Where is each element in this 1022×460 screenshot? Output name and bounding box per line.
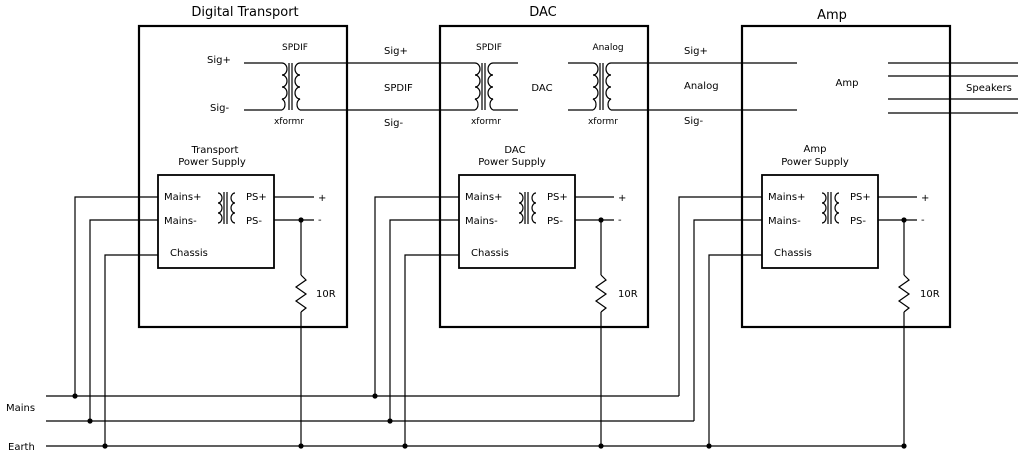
dac-ps-output-wires bbox=[575, 196, 614, 446]
link2-sig-plus-label: Sig+ bbox=[684, 46, 708, 57]
dac-spdif-transformer bbox=[474, 62, 518, 111]
link2-sig-minus-label: Sig- bbox=[684, 116, 703, 127]
dac-mains-wiring bbox=[374, 196, 459, 446]
amp-chassis-label: Chassis bbox=[774, 248, 812, 259]
dac-out-plus: + bbox=[618, 193, 626, 204]
transport-resistor-label: 10R bbox=[316, 289, 336, 300]
amp-ps-title-line2: Power Supply bbox=[781, 157, 849, 168]
dac-title: DAC bbox=[529, 5, 557, 20]
dac-power-supply-box bbox=[458, 174, 576, 269]
amp-mains-plus-label: Mains+ bbox=[768, 192, 805, 203]
dac-out-xfmr-label-top: Analog bbox=[592, 43, 623, 53]
mains-rails bbox=[46, 395, 694, 422]
transport-ps-title-line1: Transport bbox=[191, 145, 239, 156]
amp-ps-output-wires bbox=[878, 196, 917, 446]
amp-ps-transformer bbox=[821, 192, 840, 224]
dac-ps-title-line2: Power Supply bbox=[478, 157, 546, 168]
amp-chassis-box bbox=[740, 24, 952, 329]
transport-ps-plus-label: PS+ bbox=[246, 192, 267, 203]
transport-ps-title-line2: Power Supply bbox=[178, 157, 246, 168]
link1-sig-plus-label: Sig+ bbox=[384, 46, 408, 57]
dac-chassis-label: Chassis bbox=[471, 248, 509, 259]
link2-analog-label: Analog bbox=[684, 81, 719, 92]
transport-chassis-label: Chassis bbox=[170, 248, 208, 259]
transport-xfmr-label-bottom: xformr bbox=[274, 117, 304, 127]
mains-label: Mains bbox=[6, 403, 35, 414]
dac-in-xfmr-label-top: SPDIF bbox=[476, 43, 502, 53]
transport-sig-plus-label: Sig+ bbox=[207, 55, 231, 66]
dac-mains-plus-label: Mains+ bbox=[465, 192, 502, 203]
dac-out-minus: - bbox=[618, 215, 622, 226]
dac-ps-minus-label: PS- bbox=[547, 216, 563, 227]
amp-resistor-label: 10R bbox=[920, 289, 940, 300]
speakers-label: Speakers bbox=[966, 83, 1012, 94]
dac-in-xfmr-label-bottom: xformr bbox=[471, 117, 501, 127]
transport-out-plus: + bbox=[318, 193, 326, 204]
transport-chassis-box bbox=[137, 24, 349, 329]
transport-power-supply-box bbox=[157, 174, 275, 269]
transport-mains-wiring bbox=[74, 196, 158, 446]
dac-analog-transformer bbox=[568, 62, 612, 111]
amp-ps-minus-label: PS- bbox=[850, 216, 866, 227]
link1-sig-minus-label: Sig- bbox=[384, 118, 403, 129]
link1-spdif-label: SPDIF bbox=[384, 83, 413, 94]
dac-chassis-box bbox=[438, 24, 650, 329]
amp-ps-title-line1: Amp bbox=[804, 144, 827, 155]
dac-ps-transformer bbox=[518, 192, 537, 224]
dac-out-xfmr-label-bottom: xformr bbox=[588, 117, 618, 127]
amp-center-label: Amp bbox=[836, 78, 859, 89]
transport-spdif-transformer bbox=[244, 62, 301, 111]
amp-ps-plus-label: PS+ bbox=[850, 192, 871, 203]
speaker-outputs bbox=[888, 62, 1018, 114]
amp-title: Amp bbox=[817, 8, 847, 23]
transport-ps-output-wires bbox=[274, 196, 314, 446]
amp-out-minus: - bbox=[921, 215, 925, 226]
dac-resistor-label: 10R bbox=[618, 289, 638, 300]
transport-sig-minus-label: Sig- bbox=[210, 103, 229, 114]
transport-out-minus: - bbox=[318, 215, 322, 226]
amp-mains-minus-label: Mains- bbox=[768, 216, 801, 227]
transport-title: Digital Transport bbox=[191, 5, 298, 20]
amp-out-plus: + bbox=[921, 193, 929, 204]
dac-mains-minus-label: Mains- bbox=[465, 216, 498, 227]
dac-ps-plus-label: PS+ bbox=[547, 192, 568, 203]
transport-mains-minus-label: Mains- bbox=[164, 216, 197, 227]
amp-power-supply-box bbox=[761, 174, 879, 269]
dac-ps-title-line1: DAC bbox=[504, 145, 525, 156]
dac-center-label: DAC bbox=[531, 83, 552, 94]
transport-mains-plus-label: Mains+ bbox=[164, 192, 201, 203]
earth-label: Earth bbox=[8, 442, 35, 453]
transport-xfmr-label-top: SPDIF bbox=[282, 43, 308, 53]
transport-ps-minus-label: PS- bbox=[246, 216, 262, 227]
rail-junction-dots bbox=[72, 393, 907, 449]
transport-ps-transformer bbox=[217, 192, 236, 224]
amp-mains-wiring bbox=[678, 196, 762, 446]
